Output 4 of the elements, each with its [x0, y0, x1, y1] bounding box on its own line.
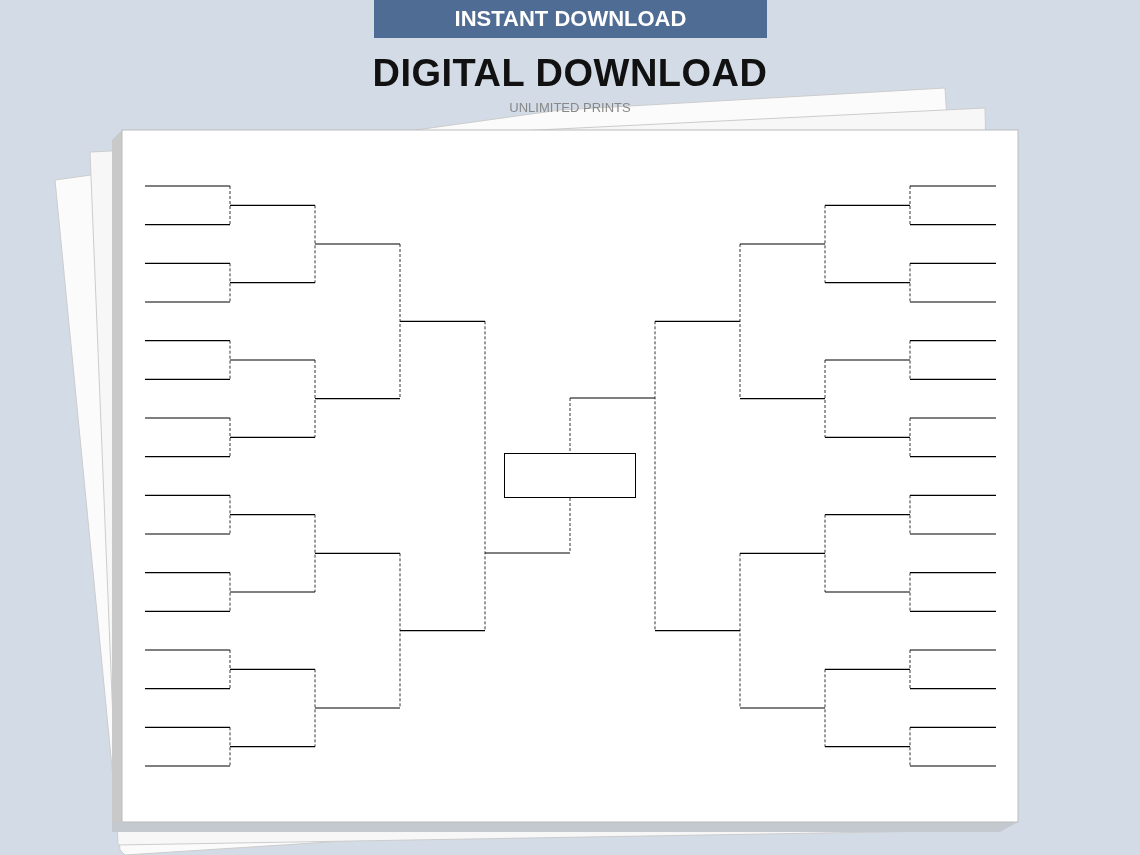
subtitle: UNLIMITED PRINTS: [509, 100, 631, 115]
title: DIGITAL DOWNLOAD: [372, 52, 768, 94]
winner-box: [504, 453, 636, 498]
banner: INSTANT DOWNLOAD: [374, 0, 767, 38]
